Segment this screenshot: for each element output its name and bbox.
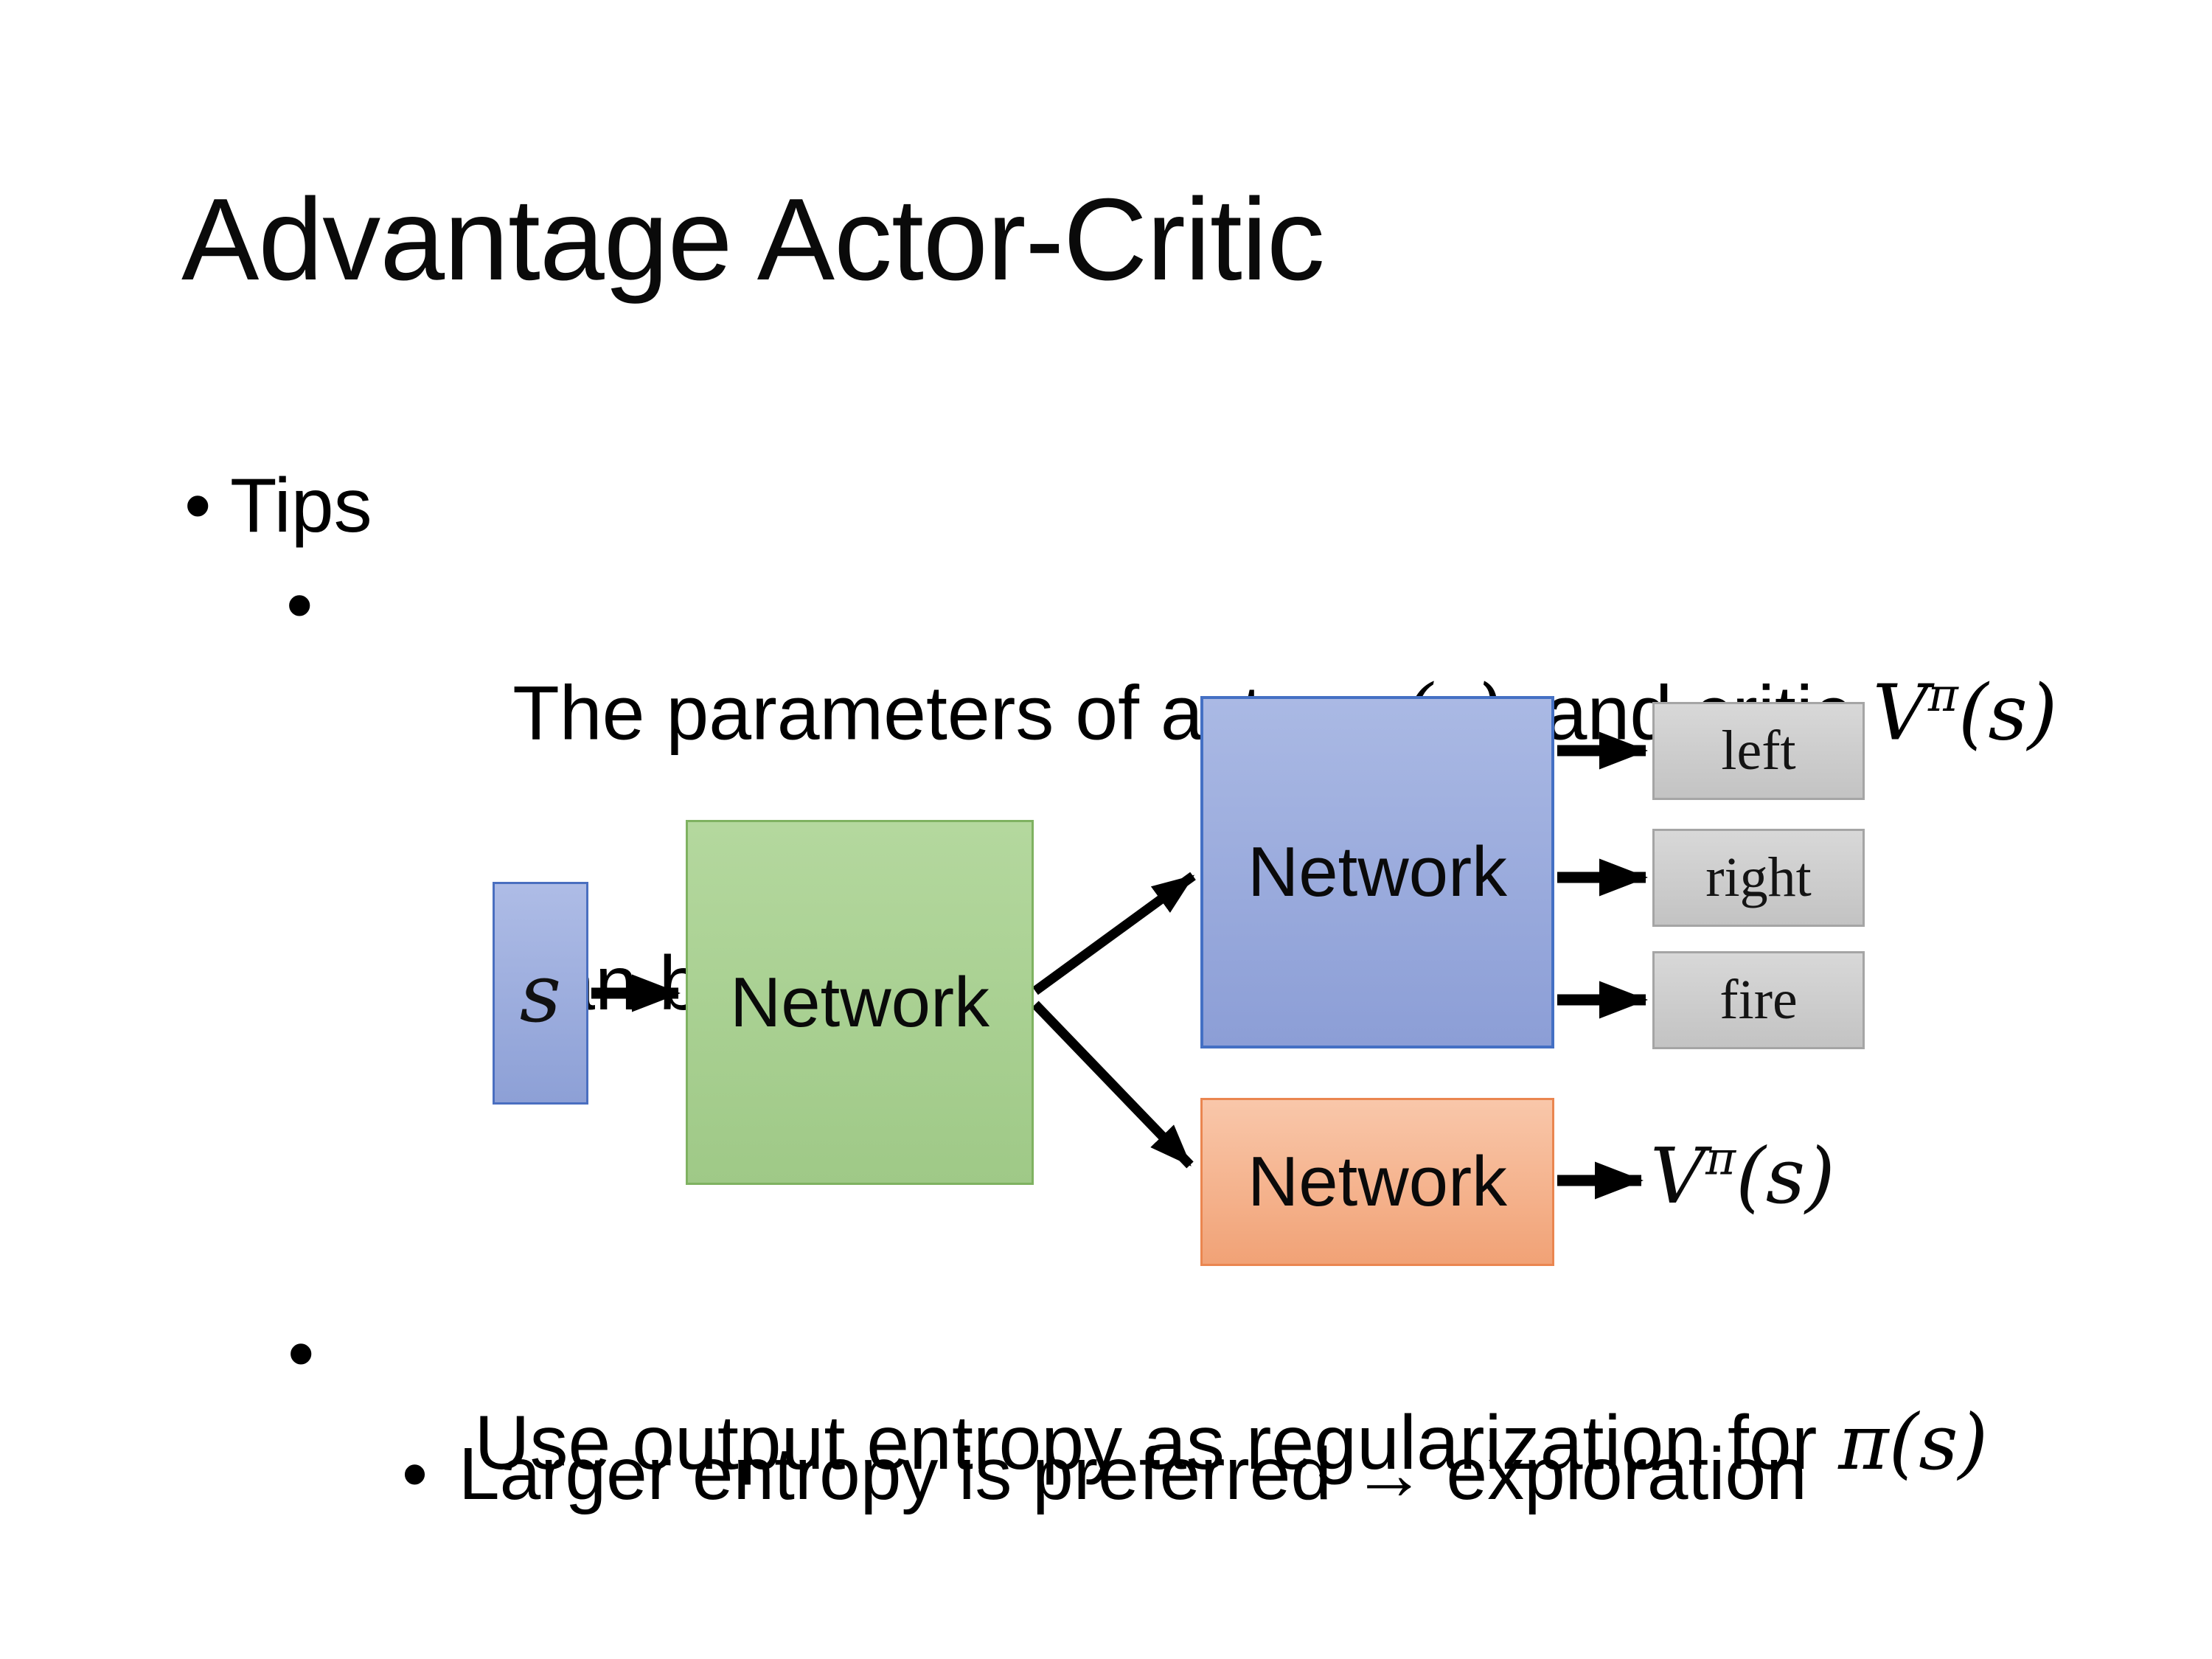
bullet-tips: • Tips	[184, 462, 372, 550]
bullet-tips-label: Tips	[230, 463, 372, 549]
critic-network-box: Network	[1200, 1098, 1554, 1266]
math-v-base: V	[1650, 1131, 1706, 1221]
critic-network-label: Network	[1247, 1142, 1508, 1221]
math-v-args: (s)	[1958, 667, 2058, 758]
math-pi-s: π(s)	[1838, 1397, 1989, 1487]
actor-network-label: Network	[1247, 832, 1508, 911]
state-input-label: s	[519, 946, 562, 1040]
bullet-icon: •	[286, 563, 313, 648]
math-v-args: (s)	[1736, 1131, 1835, 1221]
page-title: Advantage Actor-Critic	[181, 175, 1325, 305]
action-fire-label: fire	[1719, 969, 1798, 1031]
bullet-icon: •	[288, 1311, 315, 1397]
action-right-label: right	[1705, 846, 1812, 908]
shared-network-label: Network	[729, 962, 990, 1042]
action-fire-box: fire	[1652, 951, 1865, 1049]
bullet-icon: •	[402, 1433, 428, 1515]
state-input-box: s	[493, 882, 588, 1105]
bullet-larger-entropy-exploration: • Larger entropy is preferred → explorat…	[402, 1432, 1807, 1517]
math-v-sup-pi: π	[1927, 668, 1958, 722]
action-left-label: left	[1721, 720, 1796, 782]
value-output-label: Vπ(s)	[1650, 1131, 1835, 1221]
action-right-box: right	[1652, 829, 1865, 927]
actor-network-box: Network	[1200, 696, 1554, 1048]
math-v-sup-pi: π	[1705, 1131, 1736, 1186]
math-v-base: V	[1872, 667, 1928, 758]
text-segment: Use output entropy as regularization for	[474, 1400, 1839, 1486]
bullet-entropy-regularization: • Use output entropy as regularization f…	[288, 1310, 1988, 1576]
bullet-entropy-regularization-text: Use output entropy as regularization for…	[347, 1310, 1988, 1576]
bullet-icon: •	[184, 463, 212, 549]
bullet-larger-entropy-label: Larger entropy is preferred → exploratio…	[459, 1433, 1807, 1515]
action-left-box: left	[1652, 702, 1865, 800]
shared-network-box: Network	[686, 820, 1034, 1185]
